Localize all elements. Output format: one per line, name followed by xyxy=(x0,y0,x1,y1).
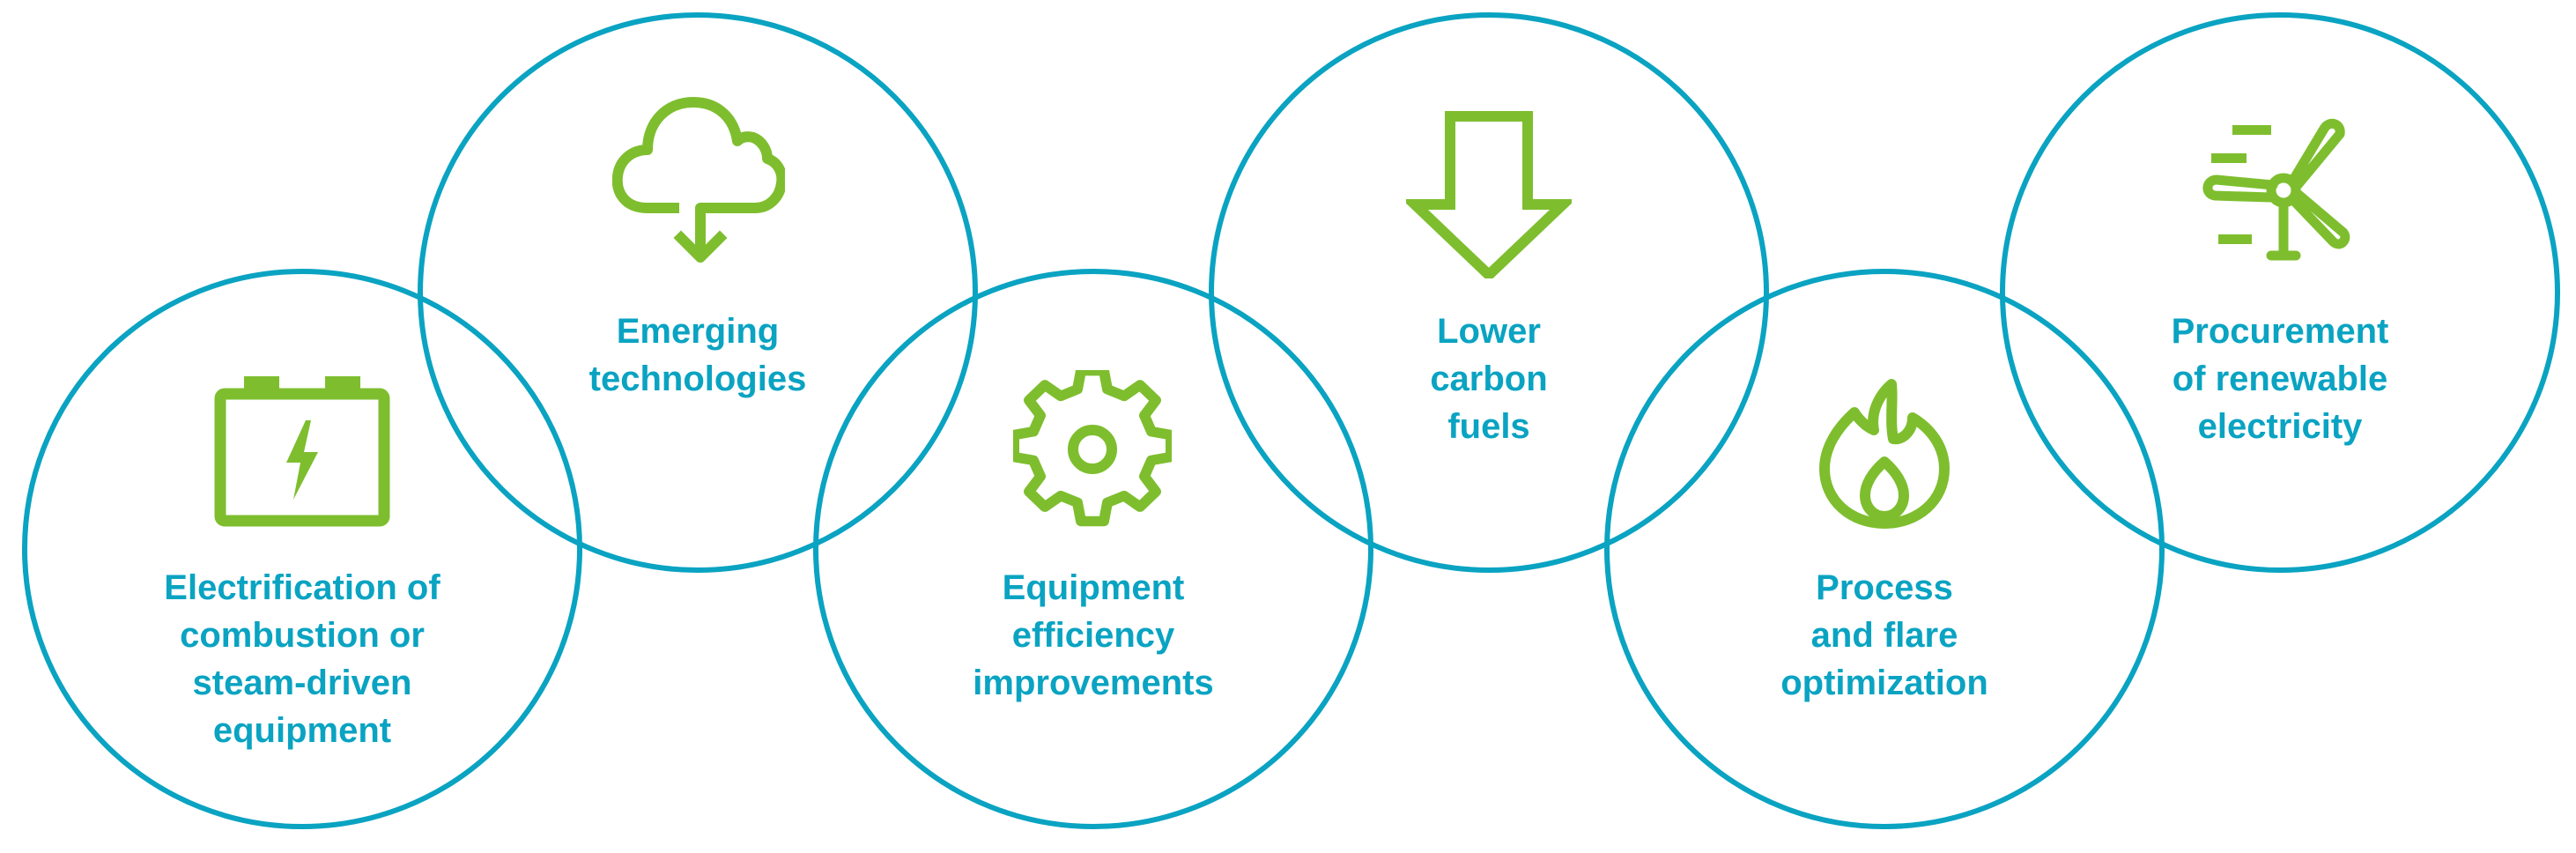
circle-lower-carbon-fuels xyxy=(1209,12,1769,573)
flame-icon xyxy=(1819,379,1950,529)
battery-bolt-icon xyxy=(214,376,390,527)
label-line: Process xyxy=(1816,568,1953,607)
label-line: carbon xyxy=(1430,360,1548,398)
label-line: electricity xyxy=(2197,407,2363,446)
circle-electrification xyxy=(22,269,582,829)
label-line: steam-driven xyxy=(192,664,412,702)
label-line: Equipment xyxy=(1002,568,1185,607)
label-lower-carbon-fuels: Lower carbon fuels xyxy=(1304,308,1674,450)
label-electrification: Electrification of combustion or steam-d… xyxy=(117,564,487,754)
label-process-flare: Process and flare optimization xyxy=(1699,564,2069,707)
label-equipment-efficiency: Equipment efficiency improvements xyxy=(908,564,1278,707)
circle-renewable-electricity xyxy=(2000,12,2560,573)
label-line: combustion or xyxy=(180,616,425,655)
label-line: efficiency xyxy=(1011,616,1175,655)
label-line: Emerging xyxy=(616,312,780,351)
down-arrow-icon xyxy=(1406,111,1572,278)
gear-icon xyxy=(1013,370,1172,527)
label-line: equipment xyxy=(212,711,392,750)
circle-process-flare xyxy=(1604,269,2165,829)
label-line: Electrification of xyxy=(164,568,440,607)
label-line: improvements xyxy=(973,664,1214,702)
cloud-download-icon xyxy=(612,97,785,263)
label-emerging-technologies: Emerging technologies xyxy=(513,308,883,403)
label-line: Procurement xyxy=(2171,312,2389,351)
label-line: optimization xyxy=(1780,664,1988,702)
label-renewable-electricity: Procurement of renewable electricity xyxy=(2095,308,2465,450)
label-line: technologies xyxy=(588,360,807,398)
wind-turbine-icon xyxy=(2202,118,2350,261)
circle-emerging-technologies xyxy=(418,12,978,573)
label-line: fuels xyxy=(1447,407,1530,446)
label-line: Lower xyxy=(1437,312,1541,351)
circle-equipment-efficiency xyxy=(813,269,1373,829)
label-line: of renewable xyxy=(2172,360,2388,398)
label-line: and flare xyxy=(1810,616,1958,655)
